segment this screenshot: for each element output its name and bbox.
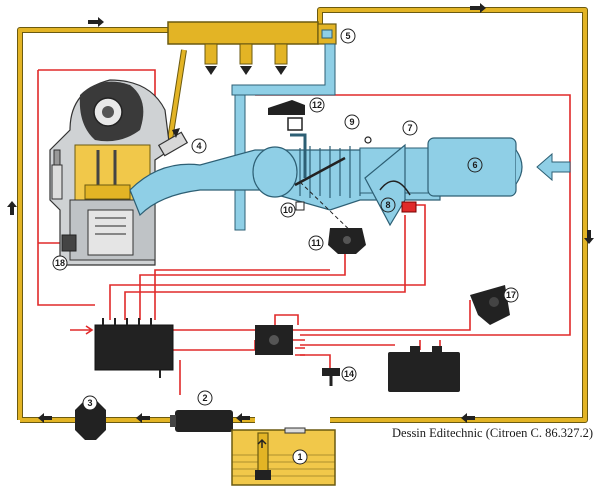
pressure-regulator — [317, 23, 337, 45]
callout-1: 1 — [292, 449, 308, 465]
injector-arrow-icon — [205, 66, 287, 75]
callouts: 1 2 3 4 5 6 7 8 9 10 11 12 14 17 18 — [52, 28, 519, 465]
air-intake — [129, 43, 571, 241]
callout-2: 2 — [197, 390, 213, 406]
svg-text:9: 9 — [349, 117, 354, 127]
throttle-switch — [328, 228, 366, 254]
callout-11: 11 — [308, 235, 324, 251]
svg-text:4: 4 — [196, 141, 201, 151]
coolant-sensor — [322, 368, 340, 386]
svg-text:8: 8 — [385, 200, 390, 210]
callout-7: 7 — [402, 120, 418, 136]
svg-text:3: 3 — [87, 398, 92, 408]
svg-text:6: 6 — [472, 160, 477, 170]
svg-text:18: 18 — [55, 258, 65, 268]
fuel-filter — [75, 400, 106, 440]
callout-6: 6 — [467, 157, 483, 173]
callout-18: 18 — [52, 255, 68, 271]
fuel-injector — [157, 128, 189, 157]
fuel-pump — [170, 410, 233, 432]
callout-10: 10 — [280, 202, 296, 218]
ecu — [70, 318, 174, 378]
callout-9: 9 — [344, 114, 360, 130]
flow-arrow-icon — [7, 3, 594, 423]
callout-8: 8 — [380, 197, 396, 213]
callout-12: 12 — [309, 97, 325, 113]
svg-text:10: 10 — [283, 205, 293, 215]
callout-17: 17 — [503, 287, 519, 303]
fuel-return-line — [18, 8, 587, 422]
relay-box — [255, 325, 293, 355]
svg-text:7: 7 — [407, 123, 412, 133]
svg-text:11: 11 — [311, 238, 321, 248]
svg-text:12: 12 — [312, 100, 322, 110]
auxiliary-air-valve — [268, 100, 305, 131]
fuel-tank — [231, 427, 336, 486]
svg-text:2: 2 — [202, 393, 207, 403]
fuel-rail — [167, 21, 319, 75]
callout-3: 3 — [82, 395, 98, 411]
callout-14: 14 — [341, 366, 357, 382]
fuel-circuit — [17, 7, 588, 423]
callout-5: 5 — [340, 28, 356, 44]
svg-text:14: 14 — [344, 369, 354, 379]
svg-text:1: 1 — [297, 452, 302, 462]
air-inlet-arrow-icon — [536, 152, 571, 182]
svg-text:17: 17 — [506, 290, 516, 300]
ignition-distributor — [470, 285, 510, 325]
svg-text:5: 5 — [345, 31, 350, 41]
wiring-harness — [37, 69, 571, 395]
battery — [388, 346, 460, 392]
ecu-input-arrow-icon — [70, 325, 94, 335]
callout-4: 4 — [191, 138, 207, 154]
engine-cutaway — [49, 79, 171, 266]
drawing-credit: Dessin Editechnic (Citroen C. 86.327.2) — [392, 426, 594, 440]
injector-feed-line — [168, 49, 186, 141]
